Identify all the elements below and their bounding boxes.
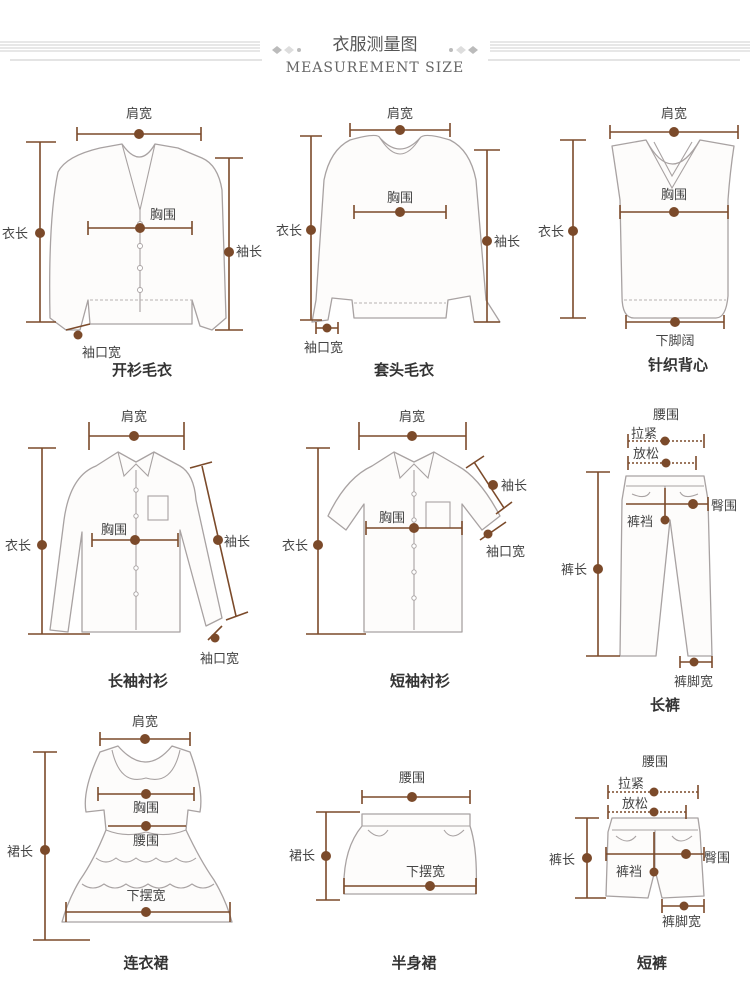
skirt-length-label: 裙长 (289, 849, 315, 864)
cardigan-length-label: 衣长 (2, 226, 28, 242)
long-shirt-cuff-label: 袖口宽 (200, 651, 239, 667)
cardigan-shoulder-label: 肩宽 (126, 106, 152, 122)
short-shirt-buttons (411, 491, 417, 601)
shorts-waist-label: 腰围 (642, 755, 668, 770)
header-stripe-left (0, 41, 262, 61)
trousers-measures: 腰围 拉紧 放松 臀围 裤裆 裤长 裤脚宽 (561, 408, 737, 690)
pullover-title: 套头毛衣 (373, 361, 434, 379)
pullover-shoulder-label: 肩宽 (387, 106, 413, 122)
header: 衣服测量图 MEASUREMENT SIZE (0, 35, 750, 76)
pullover-sleeve-label: 袖长 (494, 235, 520, 250)
trousers-stretched-label: 拉紧 (631, 427, 657, 442)
cardigan-title: 开衫毛衣 (112, 361, 172, 379)
pullover-measures: 肩宽 胸围 衣长 袖长 袖口宽 (276, 106, 520, 356)
shorts-leg-opening-label: 裤脚宽 (662, 914, 701, 930)
vest-shoulder-label: 肩宽 (661, 106, 687, 122)
trousers-title: 长裤 (650, 696, 680, 714)
long-shirt-chest-label: 胸围 (101, 523, 127, 538)
pullover-outline (311, 134, 501, 323)
long-shirt-measures: 肩宽 胸围 衣长 袖长 袖口宽 (5, 409, 250, 667)
shorts-title: 短裤 (637, 954, 667, 972)
skirt-waist-label: 腰围 (399, 771, 425, 786)
long-shirt-title: 长袖衬衫 (108, 672, 168, 690)
dress-waist-label: 腰围 (133, 834, 159, 849)
cardigan-outline (49, 143, 227, 331)
vest-measures: 肩宽 胸围 衣长 下脚阔 (538, 106, 739, 349)
cardigan-measures: 肩宽 胸围 衣长 袖长 袖口宽 (2, 106, 262, 361)
cardigan-sleeve-label: 袖长 (236, 245, 262, 260)
pullover-cuff-label: 袖口宽 (304, 340, 343, 356)
cardigan-figure (49, 143, 227, 331)
pullover-figure (311, 134, 501, 323)
long-shirt-shoulder-label: 肩宽 (121, 409, 147, 425)
shorts-figure (605, 817, 705, 899)
shorts-hip-label: 臀围 (704, 851, 730, 866)
shorts-measures: 腰围 拉紧 放松 臀围 裤裆 裤长 裤脚宽 (549, 755, 730, 930)
header-subtitle: MEASUREMENT SIZE (286, 60, 464, 76)
short-shirt-figure (327, 451, 501, 633)
trousers-leg-opening-label: 裤脚宽 (674, 674, 713, 690)
skirt-measures: 腰围 裙长 下摆宽 (289, 771, 477, 901)
short-shirt-sleeve-label: 袖长 (501, 479, 527, 494)
trousers-relaxed-label: 放松 (633, 447, 659, 462)
short-shirt-measures: 肩宽 胸围 衣长 袖长 袖口宽 (282, 409, 527, 635)
vest-hem-label: 下脚阔 (655, 333, 694, 349)
skirt-title: 半身裙 (391, 954, 436, 972)
trousers-length-label: 裤长 (561, 563, 587, 578)
trousers-waist-label: 腰围 (653, 408, 679, 423)
dress-outline (61, 745, 233, 923)
shorts-rise-label: 裤裆 (616, 865, 642, 880)
cardigan-chest-label: 胸围 (150, 208, 176, 223)
dress-shoulder-label: 肩宽 (132, 714, 158, 730)
cardigan-cuff-label: 袖口宽 (82, 345, 121, 361)
dress-title: 连衣裙 (123, 954, 168, 972)
trousers-outline (619, 475, 713, 657)
trousers-figure (619, 475, 713, 657)
skirt-figure (343, 813, 478, 895)
dress-chest-label: 胸围 (133, 801, 159, 816)
header-stripe-right (488, 41, 750, 61)
vest-length-label: 衣长 (538, 224, 564, 240)
header-ornament-left (272, 46, 301, 54)
short-shirt-cuff-label: 袖口宽 (486, 544, 525, 560)
cardigan-buttons (137, 221, 143, 293)
dress-figure (61, 745, 233, 923)
short-shirt-chest-label: 胸围 (379, 511, 405, 526)
dress-hem-label: 下摆宽 (126, 888, 165, 904)
vest-figure (611, 139, 735, 319)
skirt-hem-label: 下摆宽 (406, 864, 445, 880)
dress-measures: 肩宽 胸围 腰围 裙长 下摆宽 (7, 714, 231, 941)
dress-length-label: 裙长 (7, 845, 33, 860)
trousers-hip-label: 臀围 (711, 499, 737, 514)
shorts-relaxed-label: 放松 (622, 797, 648, 812)
shorts-length-label: 裤长 (549, 853, 575, 868)
vest-outline (611, 139, 735, 319)
pullover-chest-label: 胸围 (387, 191, 413, 206)
pullover-length-label: 衣长 (276, 223, 302, 239)
shorts-stretched-label: 拉紧 (618, 777, 644, 792)
long-shirt-sleeve-label: 袖长 (224, 535, 250, 550)
short-shirt-title: 短袖衬衫 (390, 672, 450, 690)
vest-chest-label: 胸围 (661, 188, 687, 203)
short-shirt-shoulder-label: 肩宽 (399, 409, 425, 425)
trousers-rise-label: 裤裆 (627, 515, 653, 530)
header-ornament-right (449, 46, 478, 54)
header-title: 衣服测量图 (333, 35, 418, 55)
short-shirt-length-label: 衣长 (282, 538, 308, 554)
vest-title: 针织背心 (648, 356, 708, 374)
long-shirt-length-label: 衣长 (5, 538, 31, 554)
